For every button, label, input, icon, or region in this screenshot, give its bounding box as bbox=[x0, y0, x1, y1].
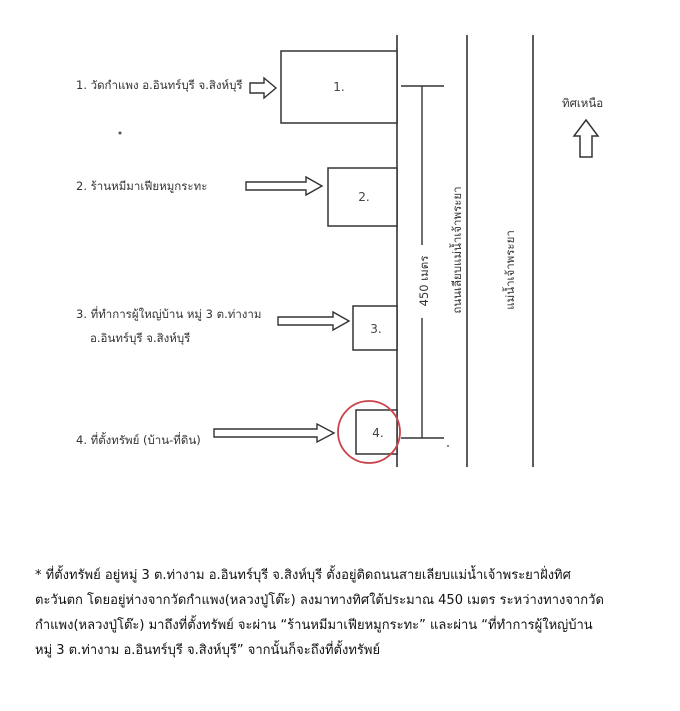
place-1-box-number: 1. bbox=[333, 80, 344, 94]
place-4-label: 4. ที่ตั้งทรัพย์ (บ้าน-ที่ดิน) bbox=[76, 432, 201, 447]
place-2-box-number: 2. bbox=[358, 190, 369, 204]
river-label: แม่น้ำเจ้าพระยา bbox=[502, 230, 517, 310]
distance-label: 450 เมตร bbox=[417, 256, 431, 307]
scan-speck bbox=[118, 131, 122, 135]
note-line-4: หมู่ 3 ต.ท่างาม อ.อินทร์บุรี จ.สิงห์บุรี… bbox=[35, 643, 381, 658]
north-label: ทิศเหนือ bbox=[562, 96, 603, 110]
place-1-label: 1. วัดกำแพง อ.อินทร์บุรี จ.สิงห์บุรี bbox=[76, 78, 243, 92]
place-4-arrow bbox=[213, 422, 336, 444]
scan-speck bbox=[447, 445, 449, 447]
place-2-arrow bbox=[245, 175, 324, 197]
road-label: ถนนเลียบแม่น้ำเจ้าพระยา bbox=[449, 186, 464, 313]
place-4-box-number: 4. bbox=[372, 426, 383, 440]
north-arrow-icon bbox=[572, 118, 600, 158]
place-3-label-line1: 3. ที่ทำการผู้ใหญ่บ้าน หมู่ 3 ต.ท่างาม bbox=[76, 306, 261, 321]
place-4-box bbox=[355, 409, 398, 455]
note-line-2: ตะวันตก โดยอยู่ห่างจากวัดกำแพง(หลวงปู่โต… bbox=[35, 593, 604, 608]
place-2-box bbox=[327, 167, 398, 227]
place-3-box-number: 3. bbox=[370, 322, 381, 336]
location-map: 1. วัดกำแพง อ.อินทร์บุรี จ.สิงห์บุรี 1. … bbox=[76, 35, 603, 467]
place-3-box bbox=[352, 305, 398, 351]
place-1-arrow bbox=[249, 76, 278, 100]
place-3-label-line2: อ.อินทร์บุรี จ.สิงห์บุรี bbox=[90, 331, 190, 345]
note-line-1: * ที่ตั้งทรัพย์ อยู่หมู่ 3 ต.ท่างาม อ.อิ… bbox=[35, 568, 571, 583]
place-3-arrow bbox=[277, 310, 351, 332]
location-note: * ที่ตั้งทรัพย์ อยู่หมู่ 3 ต.ท่างาม อ.อิ… bbox=[35, 563, 655, 663]
note-line-3: กำแพง(หลวงปู่โต๊ะ) มาถึงที่ตั้งทรัพย์ จะ… bbox=[35, 618, 593, 633]
place-2-label: 2. ร้านหมีมาเฟียหมูกระทะ bbox=[76, 179, 207, 193]
place-1-box bbox=[280, 50, 398, 124]
property-highlight-circle bbox=[337, 400, 401, 464]
